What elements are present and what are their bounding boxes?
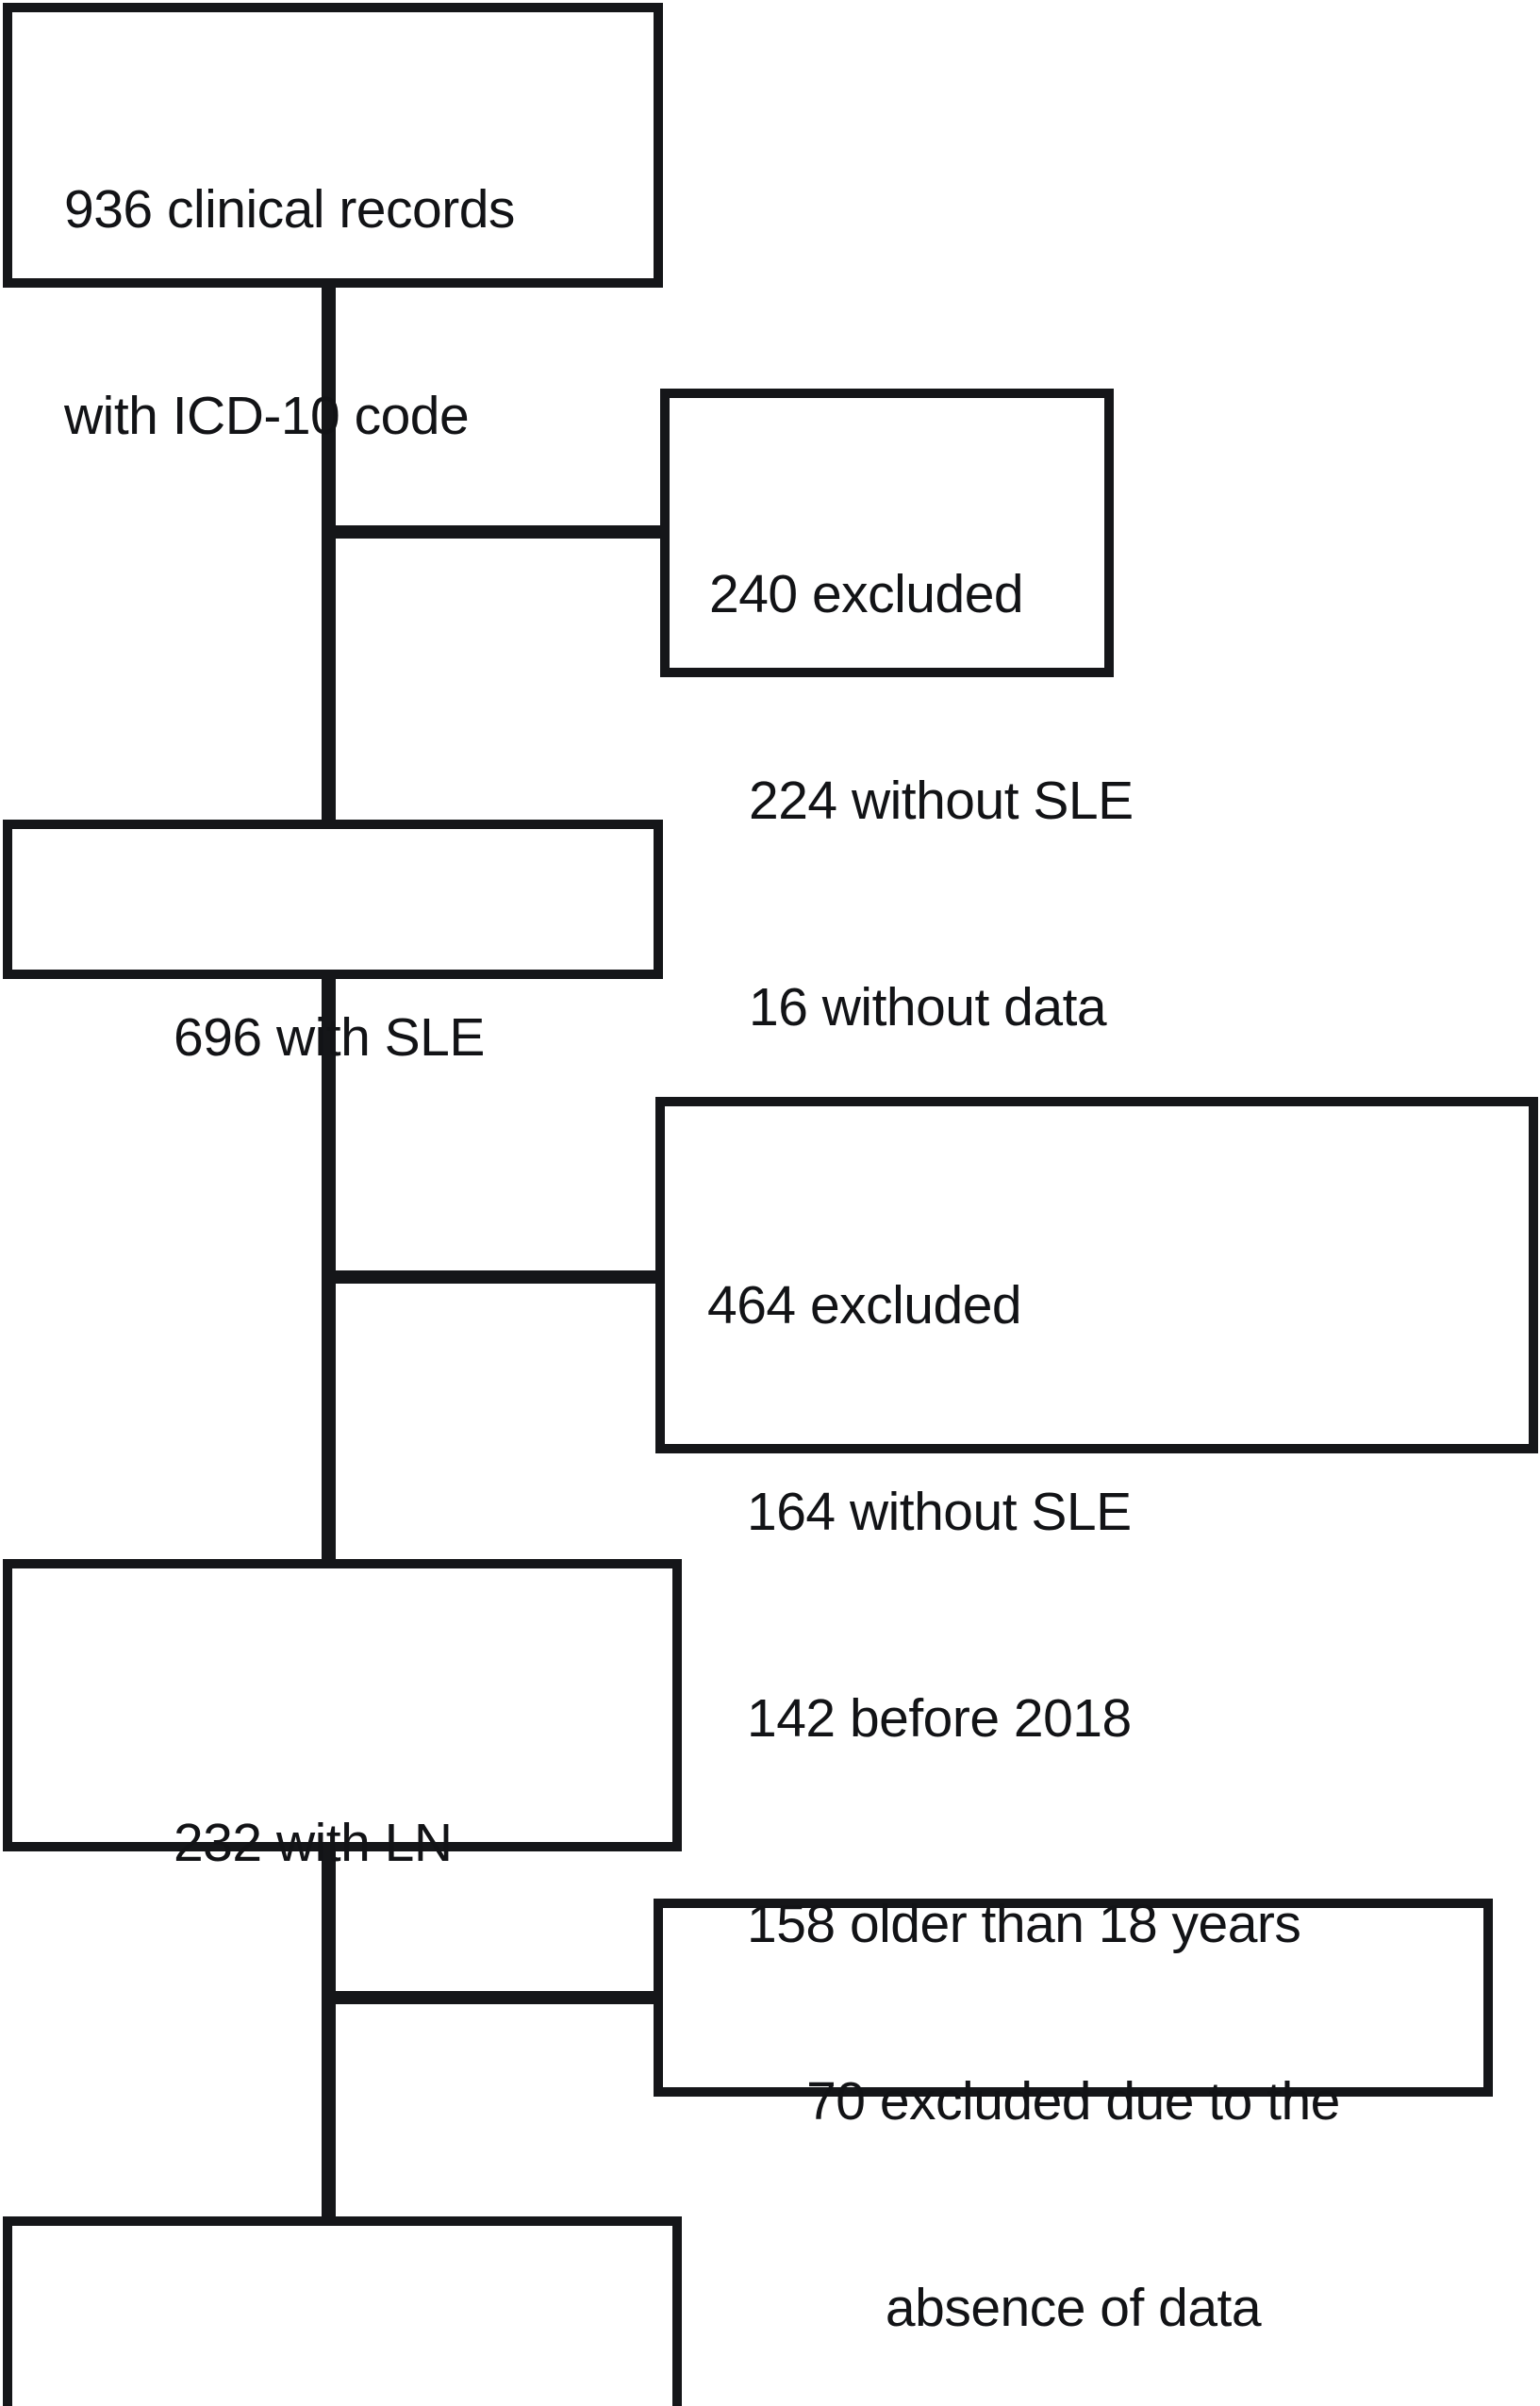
- node-line: with ICD-10 code: [64, 385, 470, 446]
- node-box-with-ln: [3, 1559, 682, 1851]
- node-box-records: [3, 3, 663, 288]
- node-box-excluded-464: [655, 1097, 1538, 1453]
- node-line: 240 excluded: [709, 563, 1024, 624]
- node-box-excluded-240: [660, 389, 1114, 677]
- node-line: 16 without data: [749, 976, 1107, 1037]
- connector-spine-1: [322, 278, 336, 825]
- connector-branch-excluded-240: [322, 525, 666, 539]
- connector-branch-excluded-464: [322, 1270, 661, 1284]
- node-label-with-ln: 232 with LN: [174, 1671, 664, 2016]
- node-line: 696 with SLE: [174, 1006, 485, 1068]
- connector-spine-3: [322, 1843, 336, 2225]
- connector-spine-2: [322, 970, 336, 1568]
- node-line: 936 clinical records: [64, 178, 515, 240]
- node-line: 164 without SLE: [747, 1481, 1132, 1542]
- node-box-excluded-70: [654, 1899, 1493, 2097]
- node-line: 70 excluded due to the: [806, 2070, 1340, 2132]
- node-line: absence of data: [885, 2277, 1262, 2338]
- node-label-excluded-464: 464 excluded 164 without SLE 142 before …: [707, 1134, 1528, 2097]
- node-label-excluded-240: 240 excluded 224 without SLE 16 without …: [709, 423, 1134, 1179]
- node-label-sle-with-ln: 162 SLE with LN: [174, 2290, 664, 2406]
- connector-branch-excluded-70: [322, 1991, 659, 2004]
- node-line: 158 older than 18 years: [747, 1894, 1301, 1955]
- node-line: 232 with LN: [174, 1812, 453, 1873]
- node-line: 464 excluded: [707, 1274, 1022, 1336]
- node-label-records: 936 clinical records with ICD-10 code: [64, 38, 649, 589]
- node-box-with-sle: [3, 820, 663, 979]
- node-line: 142 before 2018: [747, 1687, 1132, 1749]
- node-label-excluded-70: 70 excluded due to the absence of data: [663, 1930, 1483, 2406]
- node-box-sle-with-ln: [3, 2216, 682, 2406]
- node-label-with-sle: 696 with SLE: [174, 866, 645, 1210]
- node-line: 224 without SLE: [749, 770, 1134, 831]
